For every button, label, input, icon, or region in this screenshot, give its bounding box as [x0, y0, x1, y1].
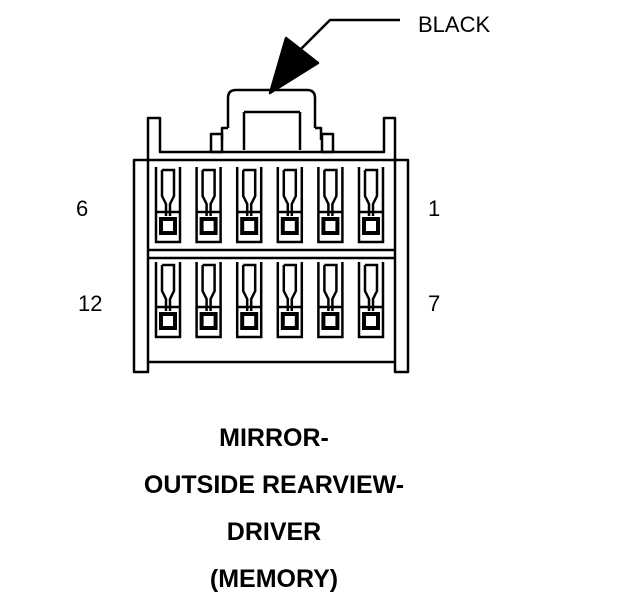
- pin-cavity-6: [154, 167, 182, 244]
- pin-label-6: 6: [76, 196, 89, 221]
- latch-post-left: [209, 132, 224, 154]
- pin-label-12: 12: [78, 291, 103, 316]
- latch-post-right: [320, 132, 335, 154]
- connector-housing: [132, 116, 410, 374]
- caption-line-1: MIRROR-: [219, 424, 329, 452]
- pin-cavity-7: [357, 262, 385, 339]
- pin-cavity-12: [154, 262, 182, 339]
- pin-cavity-4: [235, 167, 263, 244]
- pin-cavity-2: [317, 167, 344, 244]
- pin-cavity-5: [195, 167, 222, 244]
- caption-line-2: OUTSIDE REARVIEW-: [143, 471, 405, 499]
- pin-cavity-3: [276, 167, 304, 244]
- pin-cavity-8: [317, 262, 344, 339]
- pin-cavity-11: [195, 262, 222, 339]
- row-divider: [148, 248, 395, 260]
- caption-line-4: (MEMORY): [209, 565, 339, 593]
- pin-cavity-10: [235, 262, 263, 339]
- pin-cavity-1: [357, 167, 385, 244]
- callout-leader-line: [299, 18, 400, 51]
- pin-cavities: [154, 167, 385, 339]
- pin-label-7: 7: [428, 291, 441, 316]
- caption-line-3: DRIVER: [226, 518, 322, 546]
- housing-inner-frame: [146, 158, 397, 362]
- callout-arrowhead: [268, 36, 320, 95]
- pin-label-1: 1: [428, 196, 441, 221]
- connector-color-label: BLACK: [418, 12, 491, 37]
- pin-cavity-9: [276, 262, 304, 339]
- connector-latch: [220, 88, 323, 150]
